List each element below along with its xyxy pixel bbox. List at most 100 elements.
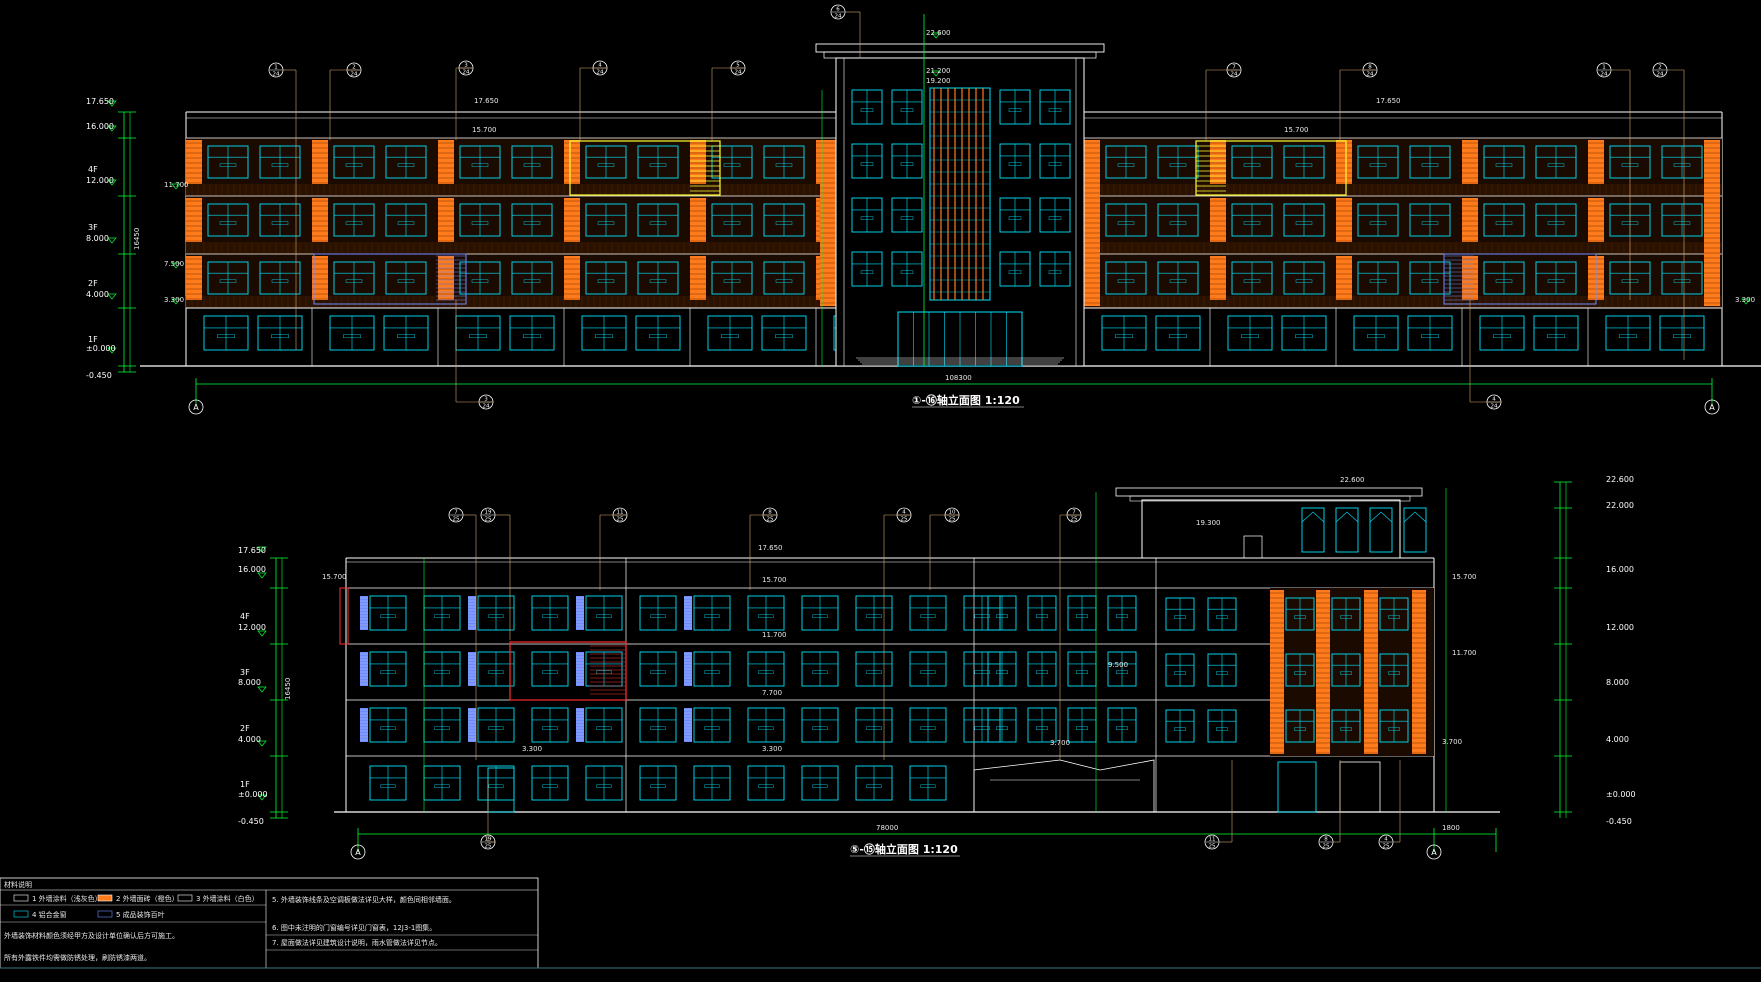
window-tag [1169, 221, 1187, 225]
window-tag [1036, 670, 1048, 674]
window-tag [1388, 671, 1400, 675]
mid-level: 3.700 [1050, 739, 1070, 747]
callout-number: 5 [736, 63, 740, 69]
brick-pier [1588, 140, 1604, 184]
level-symbol [107, 237, 117, 244]
window-tag [1174, 615, 1186, 619]
callout-number: 6 [836, 7, 840, 13]
window-tag [271, 279, 289, 283]
window-tag [1421, 221, 1439, 225]
axis-label: A [355, 848, 361, 857]
tower-window [1403, 507, 1427, 553]
window-tag [345, 221, 363, 225]
window-tag [471, 221, 489, 225]
window-tag [1048, 162, 1062, 166]
window-tag [1116, 614, 1128, 618]
window-tag [1008, 162, 1022, 166]
window-tag [596, 726, 612, 730]
mid-level: 3.700 [1442, 738, 1462, 746]
window-tag [1388, 615, 1400, 619]
window-tag [649, 163, 667, 167]
callout-number: 7 [1232, 65, 1236, 71]
mid-level: 11.700 [762, 631, 787, 639]
level-label: ±0.000 [238, 790, 268, 799]
window-tag [345, 163, 363, 167]
level-label: 17.650 [238, 546, 266, 555]
brick-pier [438, 140, 454, 184]
total-dimension: 78000 [876, 824, 898, 832]
window-tag [704, 726, 720, 730]
window-tag [996, 726, 1008, 730]
callout-sheet: 24 [835, 14, 842, 20]
callout-sheet: 25 [1071, 517, 1078, 523]
level-symbol [107, 347, 117, 354]
mid-level: 3.300 [164, 296, 184, 304]
tower-window-pediment [1369, 511, 1393, 523]
window-tag [1295, 279, 1313, 283]
level-label: 16.000 [86, 122, 114, 131]
window-tag [469, 334, 488, 338]
callout-sheet: 24 [1601, 72, 1608, 78]
mid-level: 15.700 [762, 576, 787, 584]
window-tag [1168, 334, 1187, 338]
elevation-1-level-labels: 17.650 16.000 12.000 8.000 4.000 ±0.000 … [86, 29, 1755, 407]
window-tag [1495, 163, 1513, 167]
level-symbol [171, 183, 181, 190]
roof-level: 17.650 [1376, 97, 1401, 105]
mid-level: 11.700 [1452, 649, 1477, 657]
window-tag [649, 221, 667, 225]
brick-pier [1462, 140, 1478, 184]
window-tag [1366, 334, 1385, 338]
brick-pier [1336, 140, 1352, 184]
window-tag [1114, 334, 1133, 338]
window-tag [996, 670, 1008, 674]
window-tag [471, 163, 489, 167]
window-tag [920, 784, 936, 788]
callout-number: 10 [949, 510, 956, 516]
total-height: 16450 [284, 678, 292, 700]
brick-pier [690, 256, 706, 300]
legend-note: 6. 图中未注明的门窗编号详见门窗表，12J3-1图集。 [272, 923, 436, 932]
callout-number: 4 [1492, 397, 1496, 403]
top-level: 22.600 [1340, 476, 1365, 484]
level-label: 8.000 [238, 678, 261, 687]
floor-label: 4F [88, 165, 98, 174]
right-level-label: 16.000 [1606, 565, 1634, 574]
facade-band [1084, 138, 1722, 308]
brick-pier [1210, 140, 1226, 184]
window-tag [1008, 270, 1022, 274]
tower-window [1335, 507, 1359, 553]
elevation-2-level-labels: 17.650 16.000 12.000 8.000 4.000 ±0.000 … [238, 475, 1636, 856]
window-tag [1216, 671, 1228, 675]
legend-swatch-louver [97, 910, 113, 918]
elevation-2-title: ⑤-⑮轴立面图 1:120 [850, 842, 958, 856]
window-tag [219, 221, 237, 225]
brick-pier [1364, 590, 1378, 754]
callout-sheet: 24 [273, 72, 280, 78]
callout-number: 8 [768, 510, 772, 516]
mid-level: 11.700 [164, 181, 189, 189]
axis-label: A [1431, 848, 1437, 857]
window-tag [1036, 726, 1048, 730]
total-height: 16450 [133, 228, 141, 250]
window-tag [597, 279, 615, 283]
axis-label: A [193, 403, 199, 412]
callout-number: 2 [1658, 65, 1662, 71]
window-tag [488, 726, 504, 730]
callout-number: 8 [1324, 837, 1328, 843]
level-symbol [931, 32, 941, 39]
window-tag [920, 670, 936, 674]
window-tag [434, 614, 450, 618]
window-tag [900, 108, 914, 112]
mid-level: 7.500 [164, 260, 184, 268]
window-tag [900, 216, 914, 220]
brick-pier [564, 140, 580, 184]
window-tag [488, 784, 504, 788]
floor-label: 2F [88, 279, 98, 288]
window-tag [1295, 221, 1313, 225]
level-label: 4.000 [86, 290, 109, 299]
level-label: 16.000 [238, 565, 266, 574]
brick-pier [312, 198, 328, 242]
